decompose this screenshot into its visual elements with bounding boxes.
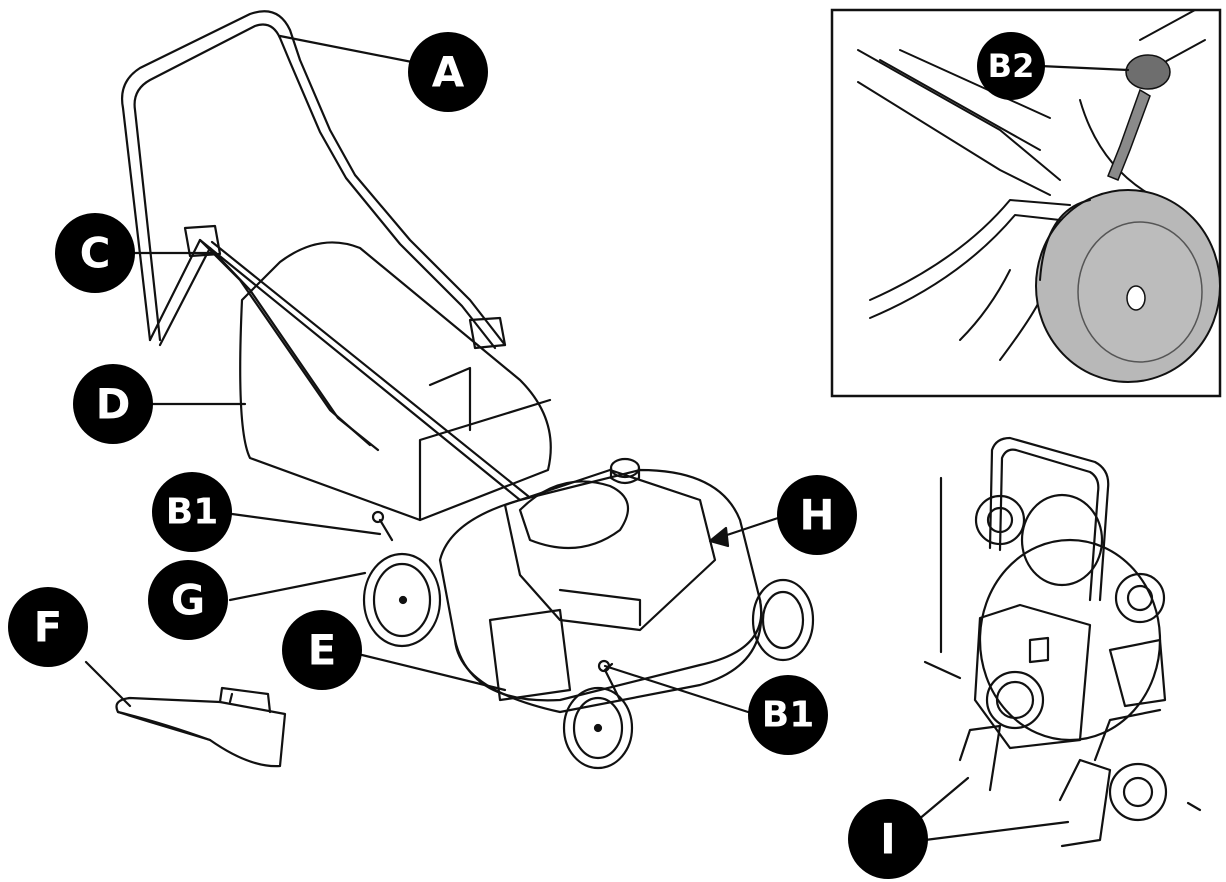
- callout-label-e: E: [308, 626, 337, 675]
- callout-label-f: F: [34, 603, 63, 652]
- mower-upright-storage-view: [923, 436, 1202, 848]
- leader-h-arrowhead: [708, 526, 730, 548]
- leader-b2: [1038, 64, 1130, 72]
- callout-b1-upper: B1: [152, 472, 232, 552]
- lever-knob: [1125, 54, 1171, 90]
- leader-i-lower: [923, 820, 1070, 842]
- callout-f: F: [8, 587, 88, 667]
- callout-h: H: [777, 475, 857, 555]
- leader-h: [716, 516, 780, 540]
- callout-label-h: H: [799, 491, 834, 540]
- callout-label-i: I: [880, 815, 896, 864]
- callout-label-b1-upper: B1: [166, 492, 219, 533]
- mulch-plug-part: [115, 686, 287, 768]
- leader-g: [228, 571, 367, 602]
- callout-label-c: C: [80, 229, 111, 278]
- callout-label-a: A: [432, 48, 465, 97]
- height-adjust-lever-detail: [830, 8, 1222, 398]
- callout-b2: B2: [977, 32, 1045, 100]
- callout-label-b1-lower: B1: [762, 695, 815, 736]
- leader-i-upper: [916, 776, 970, 822]
- leader-b1-upper: [230, 512, 382, 536]
- leader-e: [360, 653, 507, 692]
- lever-arm: [1107, 88, 1151, 181]
- callout-c: C: [55, 213, 135, 293]
- callout-label-b2: B2: [988, 47, 1035, 85]
- leader-f: [84, 660, 132, 708]
- callout-i: I: [848, 799, 928, 879]
- leader-b1-lower: [603, 664, 750, 714]
- callout-g: G: [148, 560, 228, 640]
- leader-a: [278, 34, 414, 64]
- callout-e: E: [282, 610, 362, 690]
- lawn-mower-illustration: [121, 10, 815, 770]
- callout-a: A: [408, 32, 488, 112]
- callout-label-g: G: [171, 576, 205, 625]
- callout-b1-lower: B1: [748, 675, 828, 755]
- callout-d: D: [73, 364, 153, 444]
- callout-label-d: D: [96, 380, 131, 429]
